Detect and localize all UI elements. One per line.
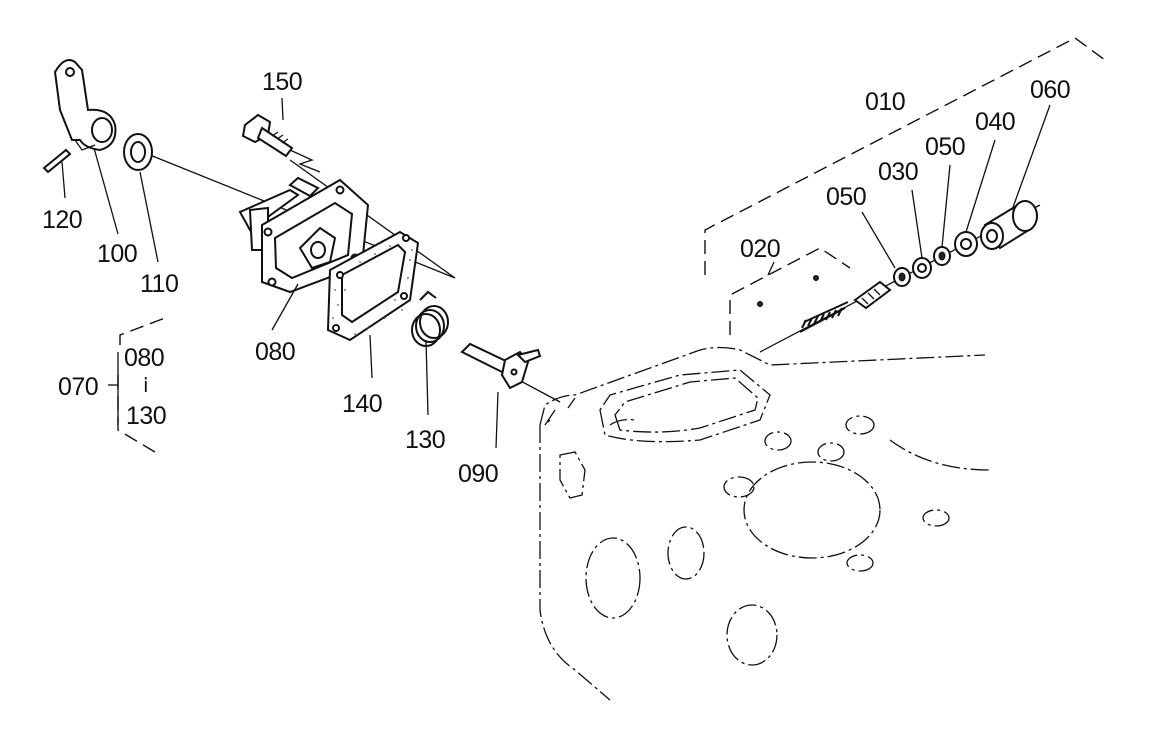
part-080-cover [238, 176, 370, 294]
part-110-seal [123, 133, 153, 171]
label-group-range: ⅰ [143, 375, 148, 397]
label-020: 020 [740, 235, 780, 263]
axis-line-upper [289, 159, 456, 279]
engine-block [539, 346, 991, 701]
label-010: 010 [865, 88, 905, 116]
dot-marker-a [757, 301, 763, 307]
part-130-spring [411, 290, 449, 347]
label-070: 070 [58, 373, 98, 401]
label-120: 120 [42, 206, 82, 234]
label-100: 100 [97, 240, 137, 268]
part-150-bolt [241, 113, 294, 158]
part-060-sleeve [980, 200, 1038, 250]
label-group-from: 080 [124, 344, 164, 372]
label-140: 140 [342, 390, 382, 418]
part-120-pin [42, 148, 72, 174]
label-050-b: 050 [925, 133, 965, 161]
part-040-nut [954, 231, 978, 257]
part-090-shaft [460, 342, 542, 390]
part-labels: 010 060 040 050 030 050 020 150 120 100 … [42, 68, 1071, 488]
dot-marker-b [813, 275, 819, 281]
label-060: 060 [1030, 76, 1070, 104]
label-130: 130 [405, 426, 445, 454]
label-040: 040 [975, 108, 1015, 136]
label-090: 090 [458, 460, 498, 488]
part-050-washer-b [933, 246, 951, 266]
leader-lines [61, 97, 1051, 449]
part-140-gasket [326, 230, 420, 342]
label-150: 150 [262, 68, 302, 96]
part-030-nut [912, 257, 932, 279]
bracket-010 [704, 37, 1106, 275]
part-020-needle [853, 280, 892, 310]
label-030: 030 [878, 158, 918, 186]
bracket-070-top [119, 317, 166, 345]
bracket-070-bottom [117, 375, 161, 456]
label-080: 080 [255, 338, 295, 366]
bolt-leader [289, 149, 321, 173]
label-110: 110 [140, 270, 178, 298]
part-020-spring [799, 301, 849, 333]
part-050-washer-a [893, 267, 911, 287]
bracket-020 [729, 247, 851, 335]
label-group-to: 130 [126, 402, 166, 430]
label-050-a: 050 [826, 183, 866, 211]
part-100-lever [53, 59, 117, 152]
